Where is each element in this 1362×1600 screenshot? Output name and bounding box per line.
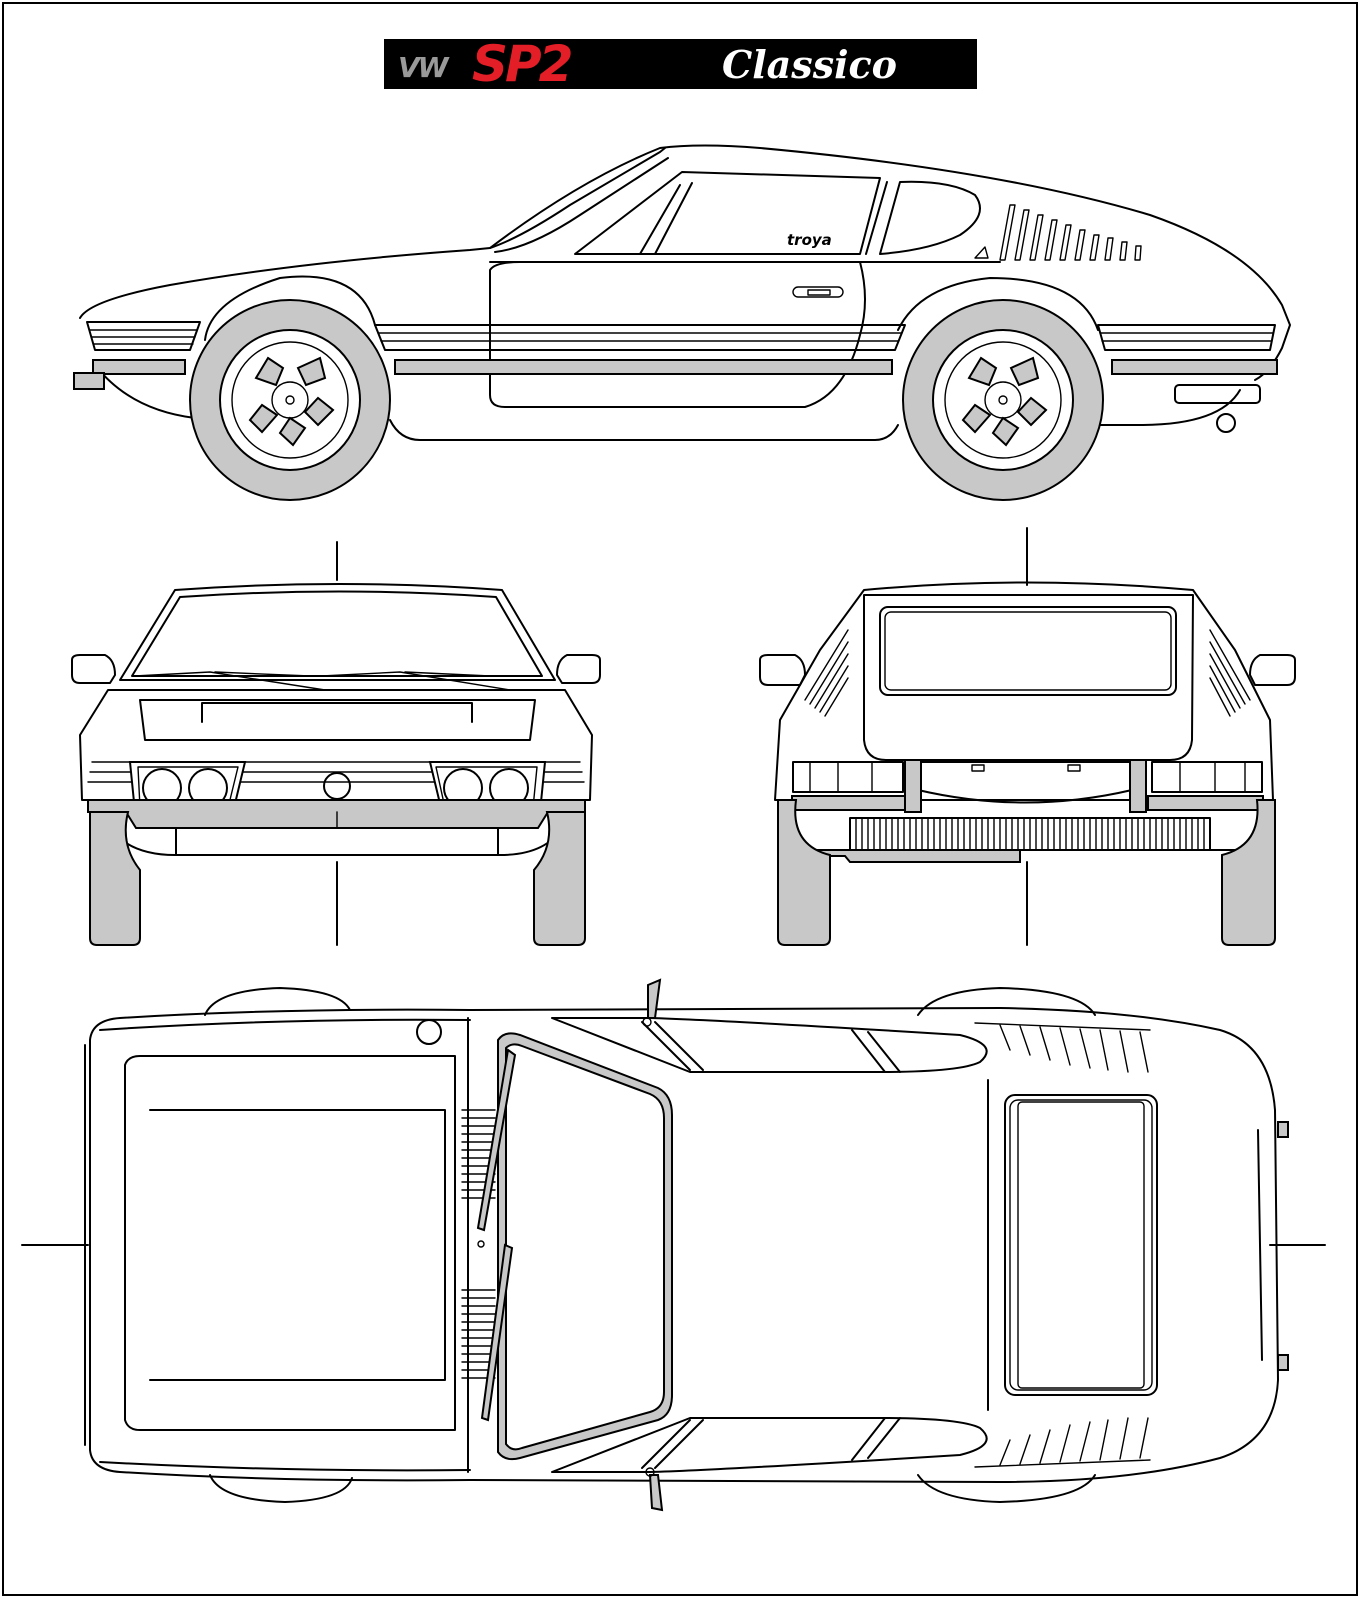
side-vents: [974, 204, 1142, 261]
logo-suffix: Classico: [722, 42, 898, 87]
front-wheel-side: [189, 299, 391, 501]
logo-banner: VW SP2 Classico: [384, 39, 977, 89]
logo-model: SP2: [472, 35, 573, 93]
logo-brand: VW: [398, 51, 449, 84]
front-view: [71, 541, 601, 946]
rear-view: [759, 527, 1296, 946]
top-view: [21, 978, 1326, 1512]
troya-decal: troya: [787, 231, 832, 249]
side-view: [73, 144, 1291, 501]
rear-wheel-side: [902, 299, 1104, 501]
